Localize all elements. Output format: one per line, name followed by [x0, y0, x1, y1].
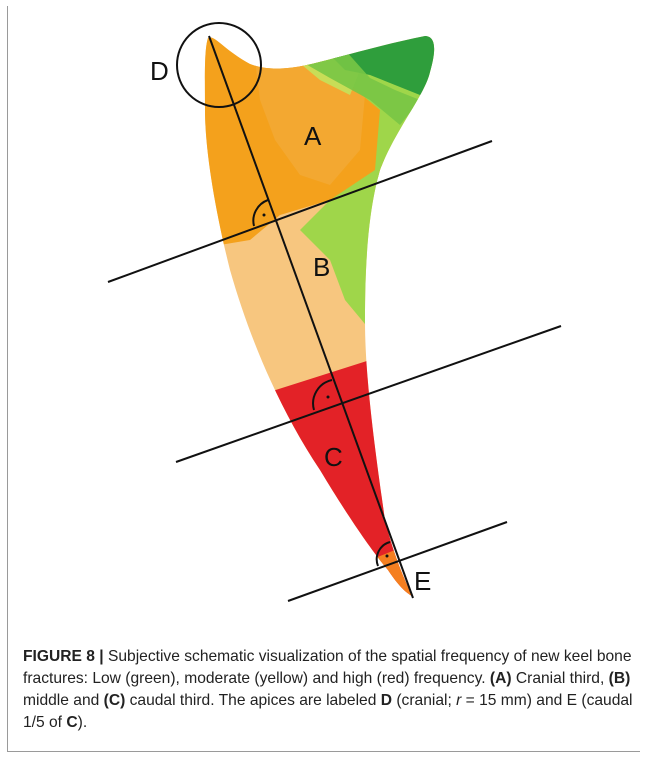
label-e: E	[414, 566, 431, 596]
zone-green-light	[290, 50, 420, 125]
right-angle-marker-2	[312, 379, 333, 411]
right-angle-marker-3	[375, 541, 391, 567]
label-c: C	[324, 442, 343, 472]
axis-line-d-e	[208, 35, 414, 599]
caption-a-label: (A)	[489, 670, 512, 687]
figure-frame	[7, 6, 640, 752]
right-angle-marker-1	[252, 199, 269, 227]
zone-apex-caudal	[360, 548, 420, 596]
caption-end: ).	[77, 714, 88, 731]
caption-b-text: middle and	[23, 692, 104, 709]
apex-circle-d	[176, 22, 262, 108]
caption-c-ref: C	[66, 714, 78, 731]
caption-sentence1: Subjective schematic visualization of th…	[23, 648, 632, 687]
label-b: B	[313, 252, 330, 282]
caption-c-text: caudal third. The apices are labeled	[125, 692, 381, 709]
label-d: D	[150, 56, 169, 86]
caption-c-label: (C)	[103, 692, 126, 709]
caption-a-text: Cranial third,	[511, 670, 609, 687]
bone-shape	[204, 36, 435, 596]
divider-line-1	[107, 140, 493, 283]
divider-line-2	[175, 325, 562, 463]
caption-r-value: = 15 mm) and E (caudal 1/5 of	[23, 692, 633, 731]
caption-d-text: (cranial;	[392, 692, 457, 709]
zone-cranial-light	[255, 60, 365, 185]
zone-high-frequency	[204, 360, 420, 596]
divider-line-3	[287, 521, 508, 602]
label-a: A	[304, 121, 322, 151]
caption-b-label: (B)	[608, 670, 631, 687]
caption-figure-label: FIGURE 8 |	[23, 648, 104, 665]
caption-d-label: D	[380, 692, 392, 709]
caption-r-symbol: r	[456, 692, 462, 709]
figure-caption: FIGURE 8 | Subjective schematic visualiz…	[23, 646, 633, 734]
keel-bone-diagram: D A B C E	[107, 22, 562, 602]
